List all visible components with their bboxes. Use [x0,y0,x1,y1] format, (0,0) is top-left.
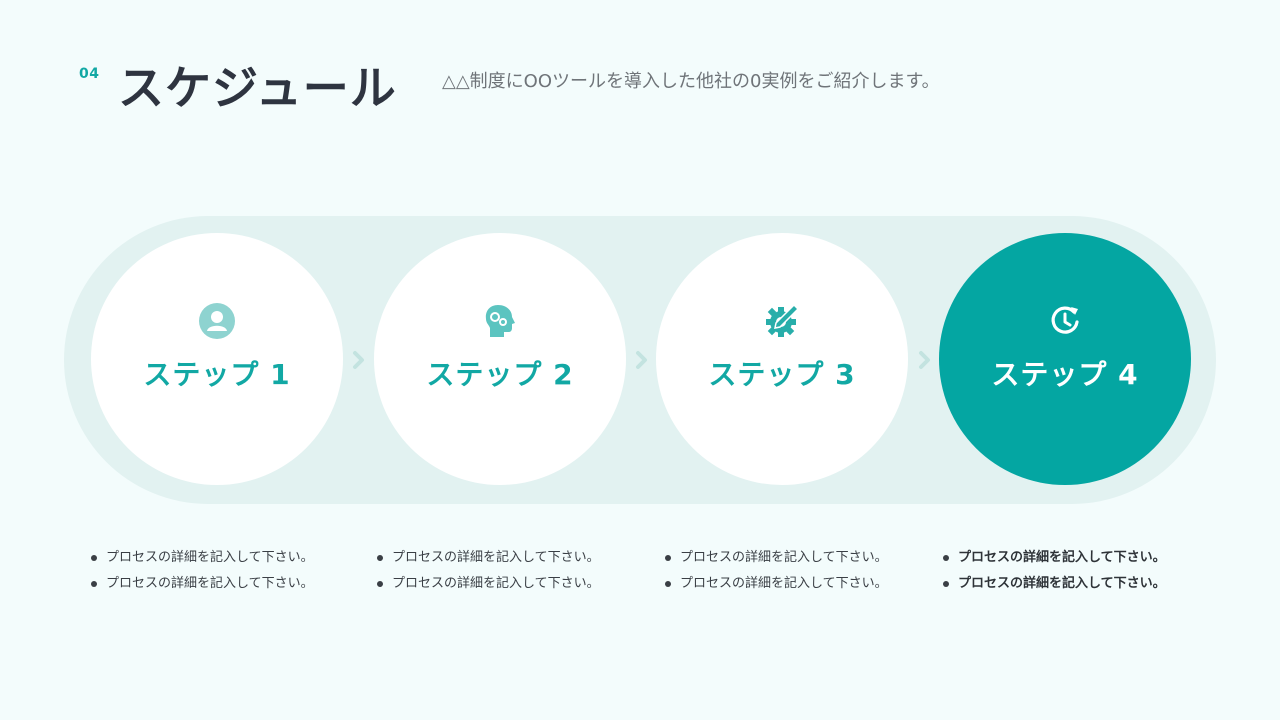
step-4-notes: プロセスの詳細を記入して下さい。 プロセスの詳細を記入して下さい。 [943,545,1166,597]
chevron-right-icon [919,351,930,369]
list-item: プロセスの詳細を記入して下さい。 [665,545,888,571]
step-3-circle: ステップ 3 [656,233,908,485]
list-item: プロセスの詳細を記入して下さい。 [943,545,1166,571]
list-item: プロセスの詳細を記入して下さい。 [377,571,600,597]
step-3-notes: プロセスの詳細を記入して下さい。 プロセスの詳細を記入して下さい。 [665,545,888,597]
step-2-circle: ステップ 2 [374,233,626,485]
list-item: プロセスの詳細を記入して下さい。 [943,571,1166,597]
step-1-label: ステップ 1 [143,358,291,391]
list-item: プロセスの詳細を記入して下さい。 [665,571,888,597]
step-1-notes: プロセスの詳細を記入して下さい。 プロセスの詳細を記入して下さい。 [91,545,314,597]
page-subtitle: △△制度にOOツールを導入した他社の0実例をご紹介します。 [442,71,940,92]
slide-number: 04 [79,66,100,82]
head-gears-icon [482,303,518,339]
step-4-label: ステップ 4 [991,358,1139,391]
clock-refresh-icon [1047,303,1083,339]
gear-pencil-icon [764,303,800,339]
page-title: スケジュール [118,61,397,115]
step-2-label: ステップ 2 [426,358,574,391]
step-1-circle: ステップ 1 [91,233,343,485]
step-4-circle: ステップ 4 [939,233,1191,485]
list-item: プロセスの詳細を記入して下さい。 [91,545,314,571]
chevron-right-icon [636,351,647,369]
chevron-right-icon [353,351,364,369]
step-3-label: ステップ 3 [708,358,856,391]
step-2-notes: プロセスの詳細を記入して下さい。 プロセスの詳細を記入して下さい。 [377,545,600,597]
user-icon [199,303,235,339]
list-item: プロセスの詳細を記入して下さい。 [377,545,600,571]
list-item: プロセスの詳細を記入して下さい。 [91,571,314,597]
